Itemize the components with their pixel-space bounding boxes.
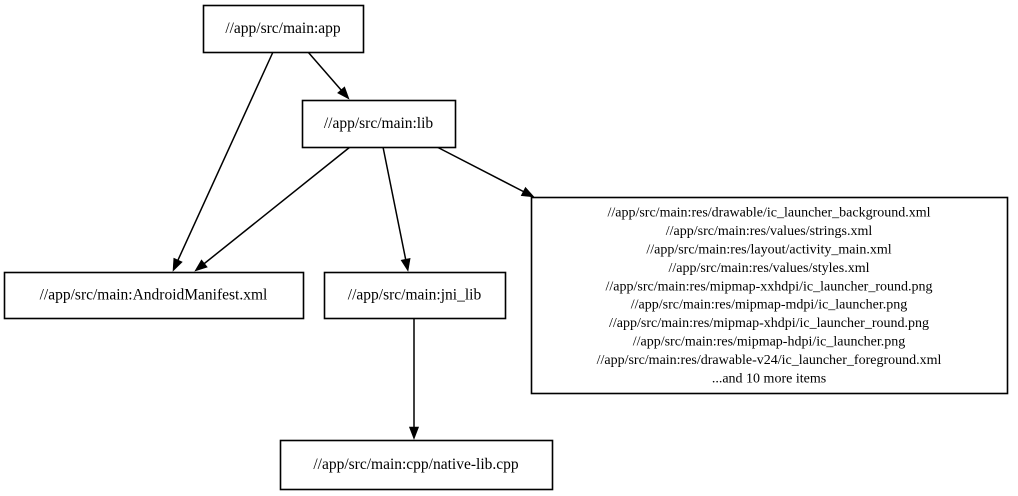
edges-layer (172, 51, 535, 440)
node-label-app: //app/src/main:app (225, 20, 341, 37)
edge-line-app-to-manifest (177, 51, 274, 261)
node-box-native_lib (279, 439, 554, 491)
node-label-lib: //app/src/main:lib (324, 115, 434, 132)
graph-edge-app-to-lib[interactable] (307, 51, 350, 100)
graph-node-lib[interactable]: //app/src/main:lib (301, 99, 457, 149)
resource-line: //app/src/main:res/values/strings.xml (666, 224, 873, 239)
edge-line-app-to-lib (307, 51, 342, 91)
node-box-manifest (3, 271, 305, 320)
node-box-resources (530, 196, 1009, 395)
resource-line: //app/src/main:res/drawable-v24/ic_launc… (597, 353, 942, 368)
resource-line: //app/src/main:res/mipmap-xhdpi/ic_launc… (609, 316, 929, 331)
graph-node-resources[interactable]: //app/src/main:res/drawable/ic_launcher_… (530, 196, 1009, 395)
node-label-manifest: //app/src/main:AndroidManifest.xml (40, 287, 268, 304)
node-label-native_lib: //app/src/main:cpp/native-lib.cpp (313, 456, 519, 473)
graph-node-app[interactable]: //app/src/main:app (202, 4, 365, 54)
resource-line: //app/src/main:res/mipmap-mdpi/ic_launch… (631, 298, 907, 313)
graph-edge-lib-to-manifest[interactable] (194, 146, 351, 272)
edge-line-lib-to-resources (436, 146, 524, 193)
graph-edge-jni_lib-to-native_lib[interactable] (408, 318, 420, 440)
graph-edge-lib-to-jni_lib[interactable] (382, 146, 411, 272)
nodes-layer: //app/src/main:app //app/src/main:lib //ap… (3, 4, 1009, 491)
node-box-app (202, 4, 365, 54)
resource-line: ...and 10 more items (712, 371, 826, 386)
arrow-head-lib-to-manifest (194, 259, 208, 272)
arrow-head-app-to-manifest (172, 257, 183, 272)
node-box-lib (301, 99, 457, 149)
resource-line: //app/src/main:res/values/styles.xml (668, 261, 869, 276)
arrow-head-app-to-lib (337, 86, 350, 100)
resource-line: //app/src/main:res/layout/activity_main.… (646, 243, 891, 258)
resource-line: //app/src/main:res/mipmap-xxhdpi/ic_laun… (606, 279, 933, 294)
node-label-resources: //app/src/main:res/drawable/ic_launcher_… (597, 206, 942, 387)
node-label-jni_lib: //app/src/main:jni_lib (348, 287, 482, 304)
arrow-head-lib-to-resources (520, 186, 535, 198)
graph-edge-lib-to-resources[interactable] (436, 146, 535, 198)
resource-line: //app/src/main:res/drawable/ic_launcher_… (607, 206, 930, 221)
arrow-head-jni_lib-to-native_lib (408, 426, 420, 440)
arrow-head-lib-to-jni_lib (400, 257, 411, 272)
graph-node-native_lib[interactable]: //app/src/main:cpp/native-lib.cpp (279, 439, 554, 491)
edge-line-lib-to-jni_lib (382, 146, 407, 260)
graph-edge-app-to-manifest[interactable] (172, 51, 274, 272)
node-box-jni_lib (323, 271, 507, 320)
graph-node-manifest[interactable]: //app/src/main:AndroidManifest.xml (3, 271, 305, 320)
resource-line: //app/src/main:res/mipmap-hdpi/ic_launch… (633, 335, 906, 350)
edge-line-lib-to-manifest (203, 146, 351, 265)
graph-node-jni_lib[interactable]: //app/src/main:jni_lib (323, 271, 507, 320)
